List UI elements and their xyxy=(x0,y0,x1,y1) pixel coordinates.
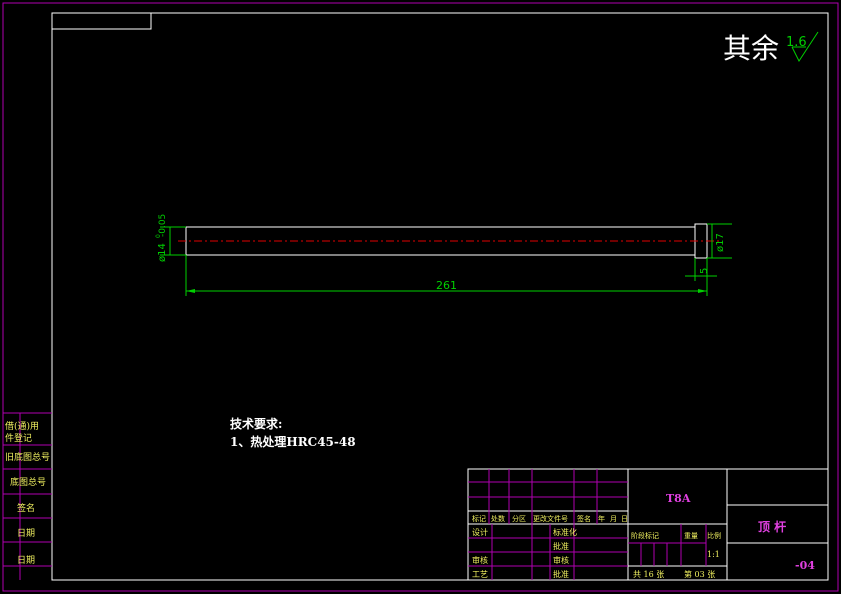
material: T8A xyxy=(666,492,691,505)
rev-header-day: 日 xyxy=(621,515,628,523)
tech-requirements: 技术要求: 1、热处理HRC45-48 xyxy=(230,416,356,449)
shaft-dia-text: ø14 xyxy=(157,243,168,262)
side-label-2: 件登记 xyxy=(5,432,32,444)
role-standard: 标准化 xyxy=(553,527,577,537)
dimensions: ø14 0 -0.05 ø17 5 261 xyxy=(155,214,732,296)
drawing-number: -04 xyxy=(795,559,815,572)
role-process: 工艺 xyxy=(472,570,488,579)
stage-header-weight: 重量 xyxy=(684,532,698,540)
rev-header-year: 年 xyxy=(598,514,605,523)
side-strip: 借(通)用 件登记 旧底图总号 底图总号 签名 日期 日期 xyxy=(3,412,52,580)
side-label-7: 日期 xyxy=(17,555,35,566)
inner-frame xyxy=(51,12,829,581)
sheets-total: 共 16 张 xyxy=(633,570,664,579)
rev-header-sign: 签名 xyxy=(577,514,591,523)
stage-header-mark: 阶段标记 xyxy=(631,531,659,540)
role-approve-1: 批准 xyxy=(553,541,569,551)
part-view xyxy=(178,223,720,259)
part-name: 顶 杆 xyxy=(758,519,786,534)
role-design: 设计 xyxy=(472,527,488,537)
tech-req-title: 技术要求: xyxy=(230,416,282,431)
title-block: 标记 处数 分区 更改文件号 签名 年 月 日 设计 审核 工艺 标准化 批准 … xyxy=(467,468,829,581)
shaft-tol-upper: 0 xyxy=(155,234,162,238)
roughness-label: 其余 xyxy=(723,32,779,65)
corner-code-box xyxy=(51,12,152,30)
head-dia-text: ø17 xyxy=(715,233,726,252)
rev-header-mark: 标记 xyxy=(472,514,486,523)
side-label-1: 借(通)用 xyxy=(5,420,39,432)
role-approve-2: 批准 xyxy=(553,569,569,579)
side-label-4: 底图总号 xyxy=(10,476,46,488)
side-label-3: 旧底图总号 xyxy=(5,451,50,463)
roughness-symbol-icon xyxy=(791,31,819,63)
role-check: 审核 xyxy=(553,555,569,565)
rev-header-month: 月 xyxy=(610,515,617,523)
side-label-6: 日期 xyxy=(17,528,35,539)
side-label-5: 签名 xyxy=(17,502,35,514)
roughness-value: 1.6 xyxy=(786,35,807,50)
rev-header-zone: 分区 xyxy=(512,514,526,523)
stage-header-scale: 比例 xyxy=(707,531,721,540)
sheet-number: 第 03 张 xyxy=(684,569,715,579)
shaft-tol-lower: -0.05 xyxy=(158,214,168,237)
tech-req-item-1: 1、热处理HRC45-48 xyxy=(230,434,356,449)
rev-header-docno: 更改文件号 xyxy=(533,514,568,523)
roughness-note: 其余 1.6 xyxy=(723,31,819,65)
role-review: 审核 xyxy=(472,555,488,565)
scale-value: 1:1 xyxy=(707,550,720,559)
rev-header-count: 处数 xyxy=(491,514,505,523)
total-len-text: 261 xyxy=(436,279,457,292)
head-len-text: 5 xyxy=(699,268,710,274)
